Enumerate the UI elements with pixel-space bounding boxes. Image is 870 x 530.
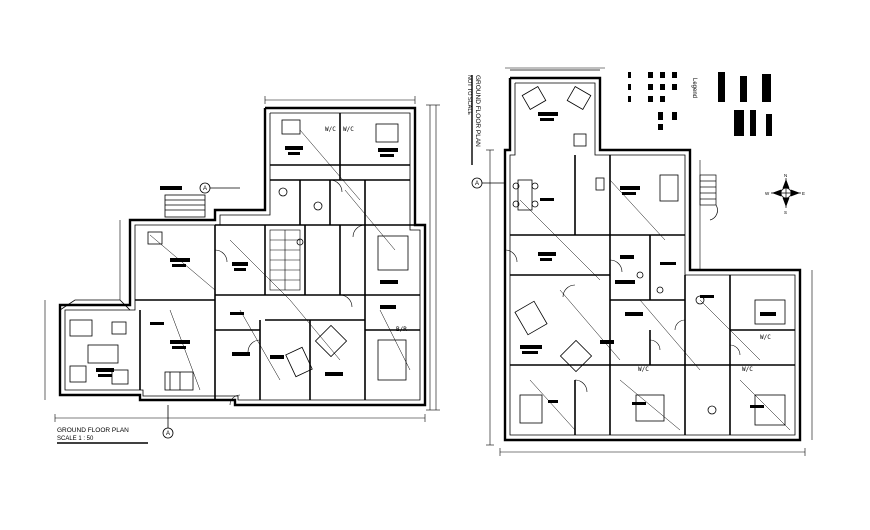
room-tag: W/C — [760, 334, 771, 341]
south-letter: S — [784, 210, 787, 215]
east-letter: E — [802, 191, 805, 196]
ground-floor-doors — [214, 179, 366, 406]
ground-floor-outer-walls — [58, 106, 427, 407]
first-floor-doors — [504, 249, 741, 393]
first-floor-room-annotations — [520, 112, 776, 408]
first-floor-wiring — [519, 179, 791, 431]
ground-floor-room-tags: W/C W/C B/R — [325, 126, 407, 333]
first-floor-title-block: GROUND FLOOR PLAN NOT TO SCALE — [466, 75, 481, 147]
north-arrow: N S E W — [765, 173, 805, 215]
ground-floor-wall-inner-line — [64, 112, 421, 401]
ground-floor-interior-walls — [135, 113, 420, 400]
legend: Legend — [628, 72, 772, 136]
ground-floor-room-annotations — [96, 146, 398, 377]
section-marker-bottom-letter: A — [166, 431, 170, 437]
first-floor-furniture — [512, 174, 786, 426]
west-letter: W — [765, 191, 770, 196]
first-floor-interior-walls — [510, 155, 795, 435]
legend-heading: Legend — [691, 78, 697, 98]
room-tag: W/C — [343, 126, 354, 133]
first-floor-external-steps — [699, 174, 718, 221]
first-floor-room-tags: W/C W/C W/C — [638, 334, 771, 373]
first-floor-outer-walls — [503, 76, 802, 442]
room-tag: W/C — [325, 126, 336, 133]
ground-floor-plan: W/C W/C B/R A A GROUND FLOOR PLAN SCALE … — [44, 96, 440, 444]
first-floor-wall-inner-line — [509, 82, 796, 436]
ground-floor-section-markers: A A — [162, 182, 240, 439]
section-marker-top-letter: A — [203, 186, 207, 192]
ground-floor-porch — [164, 194, 206, 218]
ground-floor-scale: SCALE 1 : 50 — [57, 436, 94, 442]
first-floor-title: GROUND FLOOR PLAN — [474, 75, 481, 147]
first-floor-top-room-furniture — [510, 69, 600, 147]
first-floor-section-letter: A — [475, 181, 479, 187]
first-floor-plan: W/C W/C W/C A GROUND FLOOR PLAN NOT TO S… — [466, 67, 813, 456]
ground-floor-stairs — [269, 229, 301, 291]
first-floor-scale-note: NOT TO SCALE — [466, 75, 472, 115]
ground-floor-dimension-lines — [44, 96, 440, 422]
room-tag: W/C — [742, 366, 753, 373]
ground-floor-title-block: GROUND FLOOR PLAN SCALE 1 : 50 — [57, 427, 148, 444]
first-floor-section-marker: A — [471, 177, 505, 189]
room-tag: B/R — [396, 326, 407, 333]
room-tag: W/C — [638, 366, 649, 373]
ground-floor-title: GROUND FLOOR PLAN — [57, 427, 129, 434]
north-letter: N — [784, 173, 787, 178]
ground-floor-furniture — [147, 119, 409, 391]
ground-floor-bay-room-furniture — [59, 299, 131, 385]
